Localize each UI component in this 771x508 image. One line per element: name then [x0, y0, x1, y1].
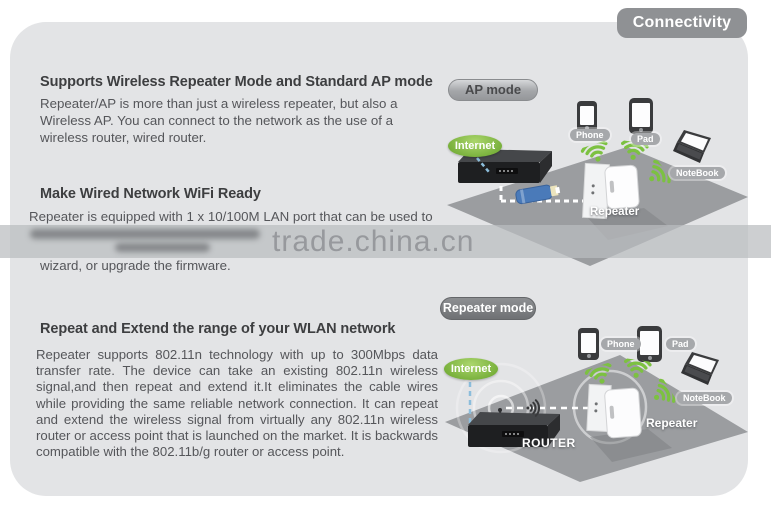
- internet-cloud: Internet: [444, 358, 498, 380]
- tablet-icon: [629, 98, 653, 134]
- router-floor-label: ROUTER: [522, 436, 576, 450]
- wifi-signal-icon: [580, 140, 608, 162]
- section1-body: Repeater/AP is more than just a wireless…: [40, 96, 398, 145]
- internet-cloud: Internet: [448, 135, 502, 157]
- blurred-text-smudge: [115, 243, 210, 252]
- notebook-label: NoteBook: [677, 392, 732, 404]
- section2-body-line1: Repeater is equipped with 1 x 10/100M LA…: [29, 209, 433, 224]
- internet-link-dashes: [476, 157, 490, 173]
- connectivity-badge: Connectivity: [617, 8, 747, 38]
- repeater-icon: [604, 164, 640, 210]
- link-wifi-icon: [526, 399, 540, 417]
- tablet-icon: [637, 326, 662, 362]
- wifi-signal-icon: [623, 358, 652, 378]
- section2-body-line2: wizard, or upgrade the firmware.: [40, 258, 231, 273]
- repeater-icon: [604, 387, 642, 439]
- laptop-icon: [673, 130, 711, 163]
- notebook-label: NoteBook: [670, 167, 725, 179]
- laptop-icon: [681, 352, 719, 385]
- phone-label: Phone: [570, 129, 610, 141]
- section3-heading: Repeat and Extend the range of your WLAN…: [40, 321, 396, 337]
- phone-label: Phone: [601, 338, 641, 350]
- watermark-text: trade.china.cn: [272, 225, 475, 258]
- repeater-floor-label: Repeater: [590, 206, 640, 218]
- wired-dashed-arrow: [499, 186, 588, 203]
- blurred-text-smudge: [30, 229, 260, 239]
- antenna-tip: [498, 408, 502, 412]
- ethernet-cable-icon: [515, 184, 561, 205]
- section1-heading: Supports Wireless Repeater Mode and Stan…: [40, 74, 433, 90]
- repeater-floor-label: Repeater: [646, 416, 698, 430]
- phone-icon: [577, 101, 597, 132]
- watermark-band: trade.china.cn: [0, 225, 771, 258]
- section3-body: Repeater supports 802.11n technology wit…: [36, 347, 438, 460]
- wifi-signal-icon: [620, 140, 649, 160]
- repeater-mode-badge: Repeater mode: [440, 297, 536, 320]
- pad-label: Pad: [666, 338, 695, 350]
- pad-label: Pad: [631, 133, 660, 145]
- repeater-ring: [572, 369, 648, 445]
- ap-mode-badge: AP mode: [448, 79, 538, 101]
- repeater-mode-scene: [445, 355, 748, 482]
- section2-heading: Make Wired Network WiFi Ready: [40, 186, 261, 202]
- repeater-mode-diagram: Repeater mode Internet Phone Pad NoteBoo…: [440, 290, 771, 495]
- phone-icon: [578, 328, 599, 360]
